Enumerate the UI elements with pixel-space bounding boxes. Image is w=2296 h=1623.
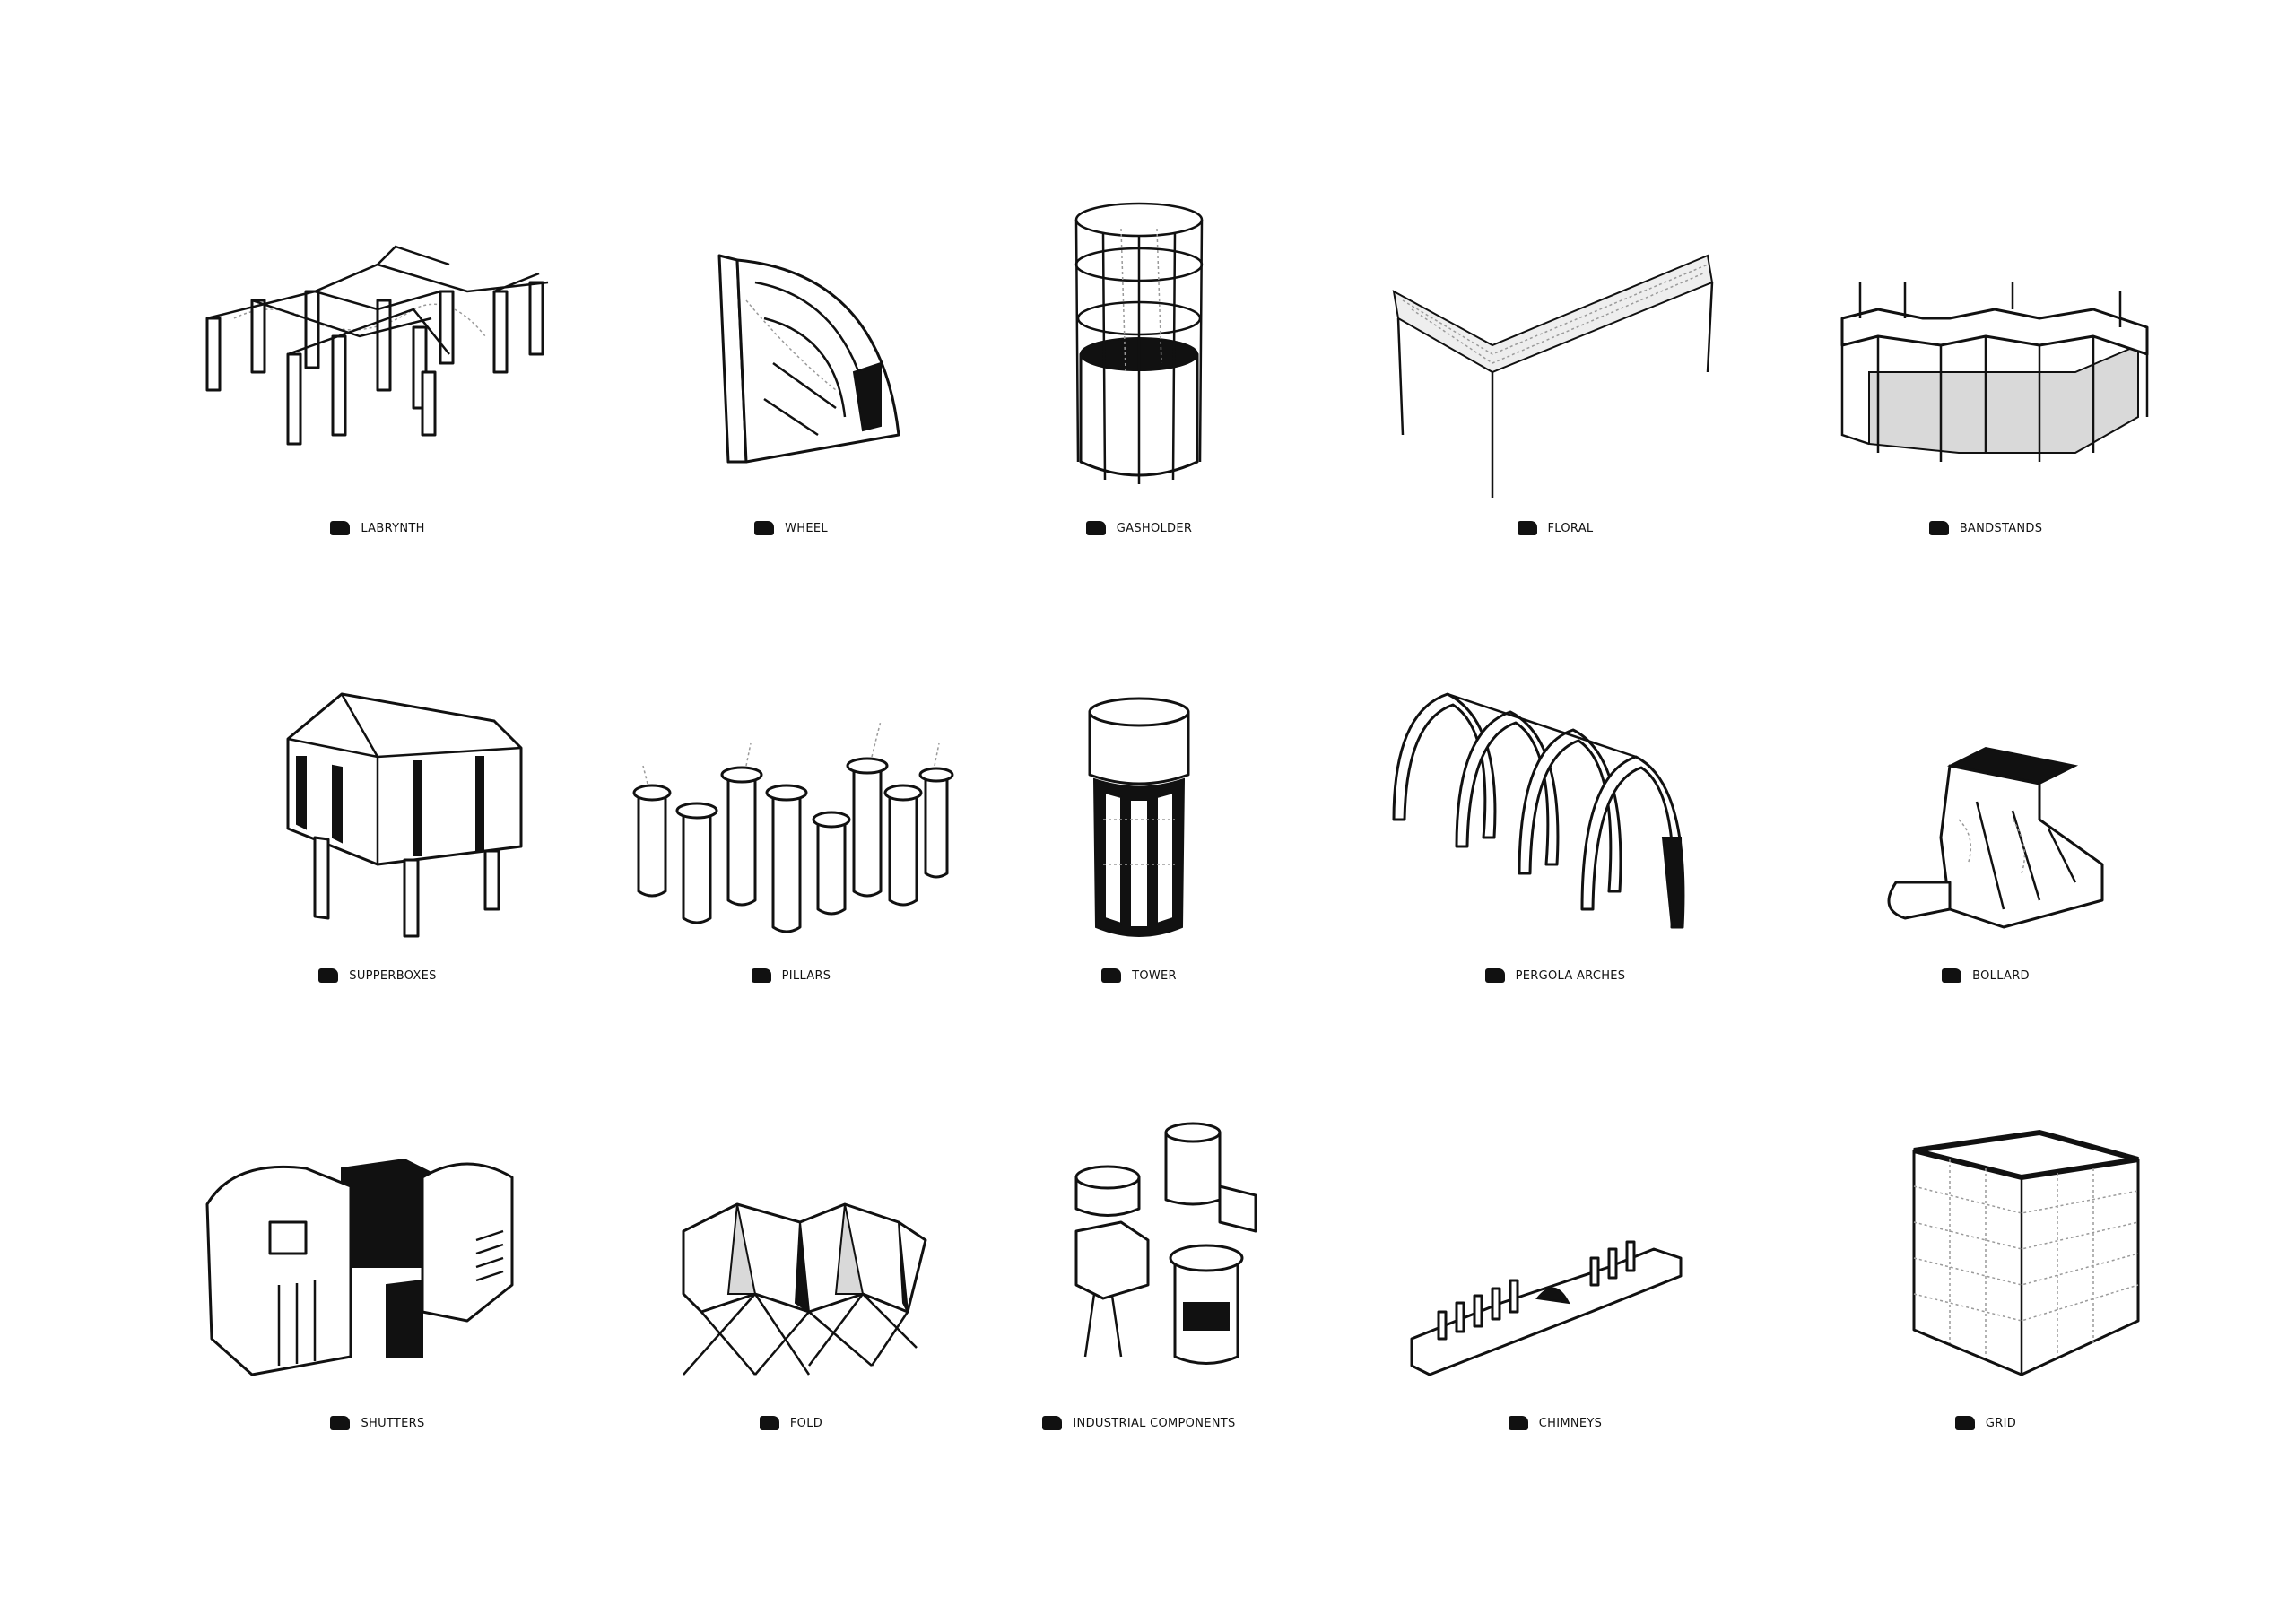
wheel-drawing <box>718 254 900 464</box>
chimneys-drawing <box>1410 1240 1683 1376</box>
supperboxes-drawing <box>286 692 523 938</box>
label-tower: TOWER <box>933 968 1345 983</box>
label-chimneys: CHIMNEYS <box>1349 1416 1761 1430</box>
pillars-icon <box>751 968 771 983</box>
tower-drawing <box>1088 697 1190 937</box>
industrial-components-icon <box>1042 1416 1063 1430</box>
label-labrynth: LABRYNTH <box>171 521 584 535</box>
tower-icon <box>1101 968 1122 983</box>
pillars-drawing <box>632 720 954 933</box>
grid-drawing <box>1912 1129 2140 1376</box>
pergola-arches-drawing <box>1392 692 1685 929</box>
label-gasholder: GASHOLDER <box>933 521 1345 535</box>
industrial-components-drawing <box>1074 1122 1257 1365</box>
label-shutters: SHUTTERS <box>171 1416 584 1430</box>
label-pergola-arches: PERGOLA ARCHES <box>1349 968 1761 983</box>
module-chimneys: CHIMNEYS <box>1349 1088 1761 1464</box>
grid-icon <box>1954 1416 1975 1430</box>
module-floral: FLORAL <box>1349 193 1761 569</box>
module-pergola-arches: PERGOLA ARCHES <box>1349 640 1761 1017</box>
pergola-arches-icon <box>1484 968 1505 983</box>
module-pillars: PILLARS <box>585 640 997 1017</box>
labrynth-icon <box>330 521 351 535</box>
gasholder-icon <box>1085 521 1106 535</box>
fold-drawing <box>682 1202 927 1376</box>
module-gasholder: GASHOLDER <box>933 193 1345 569</box>
module-grid: GRID <box>1779 1088 2192 1464</box>
module-industrial-components: INDUSTRIAL COMPONENTS <box>933 1088 1345 1464</box>
label-supperboxes: SUPPERBOXES <box>171 968 584 983</box>
chimneys-icon <box>1508 1416 1528 1430</box>
shutters-icon <box>330 1416 351 1430</box>
module-shutters: SHUTTERS <box>171 1088 584 1464</box>
bollard-icon <box>1942 968 1962 983</box>
module-supperboxes: SUPPERBOXES <box>171 640 584 1017</box>
label-bandstands: BANDSTANDS <box>1779 521 2192 535</box>
module-bandstands: BANDSTANDS <box>1779 193 2192 569</box>
module-bollard: BOLLARD <box>1779 640 2192 1017</box>
label-bollard: BOLLARD <box>1779 968 2192 983</box>
fold-icon <box>759 1416 779 1430</box>
label-floral: FLORAL <box>1349 521 1761 535</box>
supperboxes-icon <box>318 968 339 983</box>
bollard-drawing <box>1887 746 2104 929</box>
wheel-icon <box>754 521 775 535</box>
shutters-drawing <box>205 1158 514 1376</box>
label-grid: GRID <box>1779 1416 2192 1430</box>
bandstands-drawing <box>1840 282 2149 462</box>
label-wheel: WHEEL <box>585 521 997 535</box>
label-fold: FOLD <box>585 1416 997 1430</box>
bandstands-icon <box>1928 521 1949 535</box>
floral-icon <box>1517 521 1537 535</box>
module-fold: FOLD <box>585 1088 997 1464</box>
label-industrial-components: INDUSTRIAL COMPONENTS <box>933 1416 1345 1430</box>
module-tower: TOWER <box>933 640 1345 1017</box>
gasholder-drawing <box>1074 202 1204 484</box>
module-labrynth: LABRYNTH <box>171 193 584 569</box>
label-pillars: PILLARS <box>585 968 997 983</box>
labrynth-drawing <box>205 245 549 446</box>
floral-drawing <box>1392 254 1714 498</box>
module-wheel: WHEEL <box>585 193 997 569</box>
